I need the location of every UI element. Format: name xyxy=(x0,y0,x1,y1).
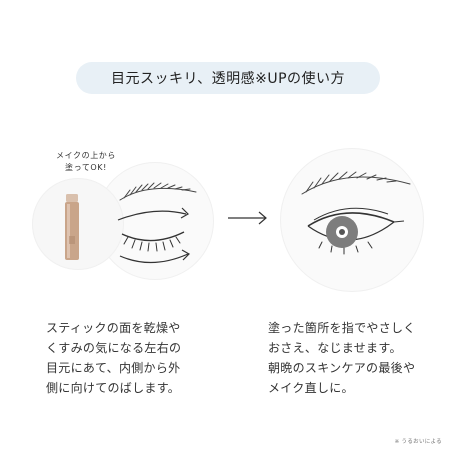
footnote: ※ うるおいによる xyxy=(394,439,442,445)
product-note-line-2: 塗ってOK! xyxy=(65,163,107,172)
product-note: メイクの上から 塗ってOK! xyxy=(36,150,136,174)
step-1-line-4: 側に向けてのばします。 xyxy=(46,381,181,395)
page-title: 目元スッキリ、透明感※UPの使い方 xyxy=(76,62,380,94)
step-1-line-1: スティックの面を乾燥や xyxy=(46,321,181,335)
right-arrow-icon xyxy=(228,211,267,225)
page-title-text: 目元スッキリ、透明感※UPの使い方 xyxy=(110,71,346,87)
closed-eye-icon xyxy=(117,182,197,264)
open-eye-icon xyxy=(301,171,411,255)
step-2-line-1: 塗った箇所を指でやさしく xyxy=(268,321,416,335)
step-2-line-3: 朝晩のスキンケアの最後や xyxy=(268,361,416,375)
step-1-line-3: 目元にあて、内側から外 xyxy=(46,361,181,375)
product-note-line-1: メイクの上から xyxy=(55,151,117,160)
step-1-text: スティックの面を乾燥や くすみの気になる左右の 目元にあて、内側から外 側に向け… xyxy=(46,318,216,398)
step-2-line-2: おさえ、なじませます。 xyxy=(268,341,402,355)
step-2-text: 塗った箇所を指でやさしく おさえ、なじませます。 朝晩のスキンケアの最後や メイ… xyxy=(268,318,438,398)
step-1-line-2: くすみの気になる左右の xyxy=(46,341,182,355)
step-2-line-4: メイク直しに。 xyxy=(268,381,354,395)
stroke-arrow-icon xyxy=(117,210,187,221)
product-stick-icon xyxy=(65,194,79,260)
